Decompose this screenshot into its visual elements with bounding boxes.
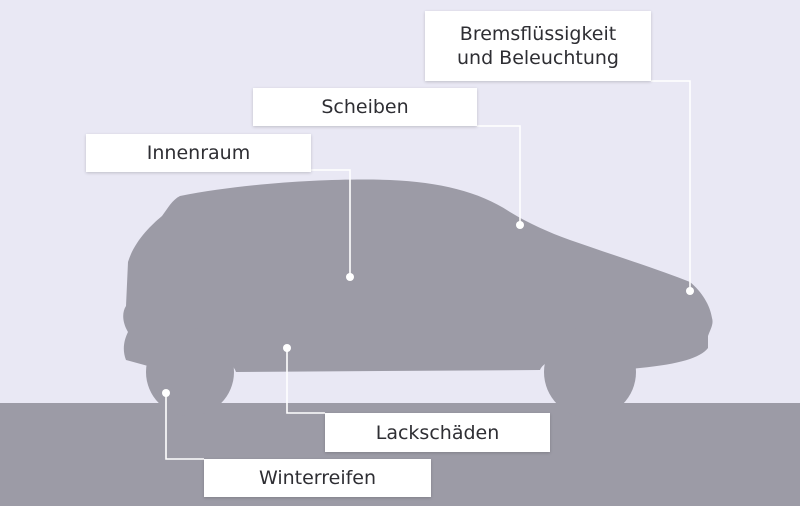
endpoint-dots xyxy=(162,221,694,397)
rear-wheel xyxy=(146,328,234,416)
label-winter-text: Winterreifen xyxy=(258,467,377,489)
label-brems-line2: und Beleuchtung xyxy=(456,47,619,69)
label-winterreifen: Winterreifen xyxy=(204,459,431,497)
dot-scheiben xyxy=(516,221,524,229)
label-brems-line1: Bremsflüssigkeit xyxy=(459,23,617,45)
label-innenraum: Innenraum xyxy=(86,134,311,172)
dot-lack xyxy=(283,344,291,352)
front-wheel xyxy=(544,326,636,418)
leader-line-winter xyxy=(165,393,204,460)
leader-line-scheiben xyxy=(477,125,521,225)
dot-brems xyxy=(686,287,694,295)
dot-innenraum xyxy=(346,273,354,281)
label-scheiben: Scheiben xyxy=(253,88,477,126)
leader-line-lack xyxy=(286,348,325,414)
label-bremsfluessigkeit: Bremsflüssigkeit und Beleuchtung xyxy=(425,11,651,81)
leader-lines xyxy=(165,80,691,460)
label-lackschaeden: Lackschäden xyxy=(325,413,550,452)
leader-line-brems xyxy=(651,80,691,291)
leader-line-innenraum xyxy=(311,169,351,277)
label-innenraum-text: Innenraum xyxy=(146,142,251,164)
label-scheiben-text: Scheiben xyxy=(321,96,409,118)
dot-winter xyxy=(162,389,170,397)
label-lack-text: Lackschäden xyxy=(375,421,500,444)
car-silhouette xyxy=(123,179,713,372)
